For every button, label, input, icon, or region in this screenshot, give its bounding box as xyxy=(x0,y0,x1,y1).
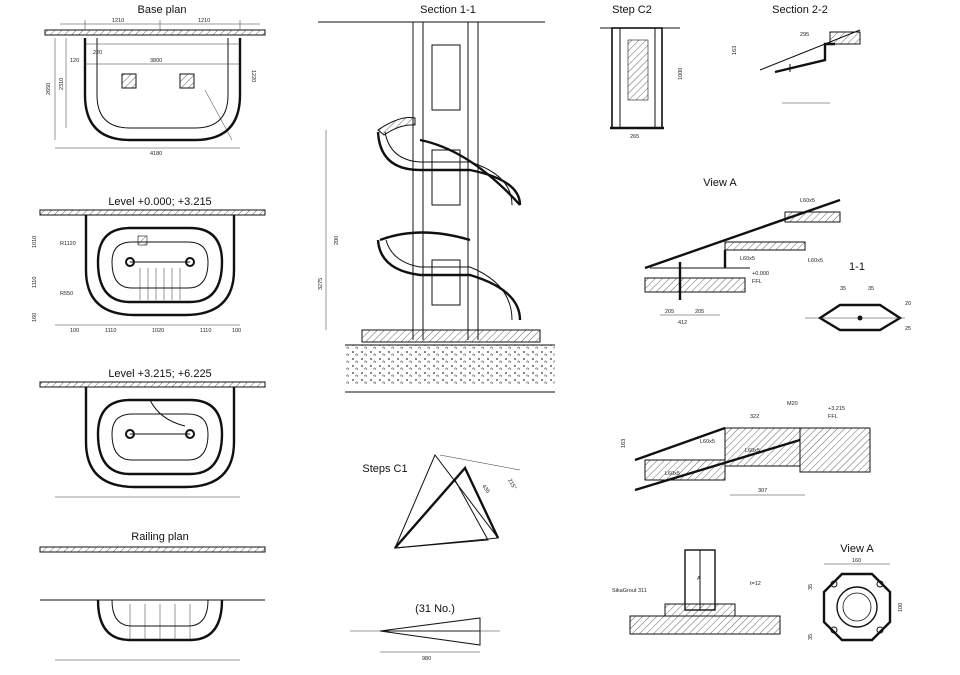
section-1-1-view: Section 1-1 3275 200 xyxy=(318,4,555,393)
dim-200: 200 xyxy=(334,236,340,245)
dim-322: 322 xyxy=(750,414,759,420)
dim-2650: 2650 xyxy=(46,83,52,95)
level-1-plan-view: Level +0.000; +3.215 R1120 R550 1010 111… xyxy=(32,196,266,334)
stair-footprint xyxy=(83,38,242,142)
label-l60x5-1: L60x5 xyxy=(800,198,815,204)
dim-220: 220 xyxy=(93,50,102,56)
dim-435: 435 xyxy=(480,484,490,495)
label-sikagrout: SikaGrout 311 xyxy=(612,588,647,594)
title-view-a: View A xyxy=(703,177,737,189)
level-2-plan-view: Level +3.215; +6.225 xyxy=(39,368,266,498)
dim-35-d: 35 xyxy=(808,634,814,640)
dim-100-b: 100 xyxy=(898,603,904,612)
title-level-1: Level +0.000; +3.215 xyxy=(108,196,211,208)
title-level-2: Level +3.215; +6.225 xyxy=(108,368,211,380)
dim-1010: 1010 xyxy=(32,236,38,248)
dim-163-b: 163 xyxy=(621,439,627,448)
step-c1-outline xyxy=(394,454,499,549)
dim-412: 412 xyxy=(678,320,687,326)
view-a-stringer-view: View A L60x5 L60x5 L60x5 +0.000 FFL 205 … xyxy=(644,177,841,326)
dim-100-r: 100 xyxy=(232,328,241,334)
dim-1220: 1220 xyxy=(250,70,256,82)
column-ring xyxy=(836,586,878,628)
dim-35-b: 35 xyxy=(868,286,874,292)
dim-1210-left: 1210 xyxy=(112,18,124,24)
door-lower xyxy=(431,259,461,306)
label-view-arrow-a: A xyxy=(697,576,701,582)
dim-35-a: 35 xyxy=(840,286,846,292)
stringer-detail-view: 322 M20 +3.215 FFL L60x5 L60x5 L60x5 163… xyxy=(621,401,871,496)
dim-980: 980 xyxy=(422,656,431,662)
view-a-plate-view: View A 160 35 100 35 xyxy=(808,543,904,642)
section-2-2-view: Section 2-2 295 163 xyxy=(732,4,861,104)
dim-120: 120 xyxy=(70,58,79,64)
title-detail-1-1: 1-1 xyxy=(849,261,865,273)
detail-1-1-view: 1-1 35 35 20 25 xyxy=(805,261,911,332)
spiral-stair-outline xyxy=(96,226,224,304)
label-l60x5-2: L60x5 xyxy=(740,256,755,262)
dim-163: 163 xyxy=(732,46,738,55)
dim-1210-right: 1210 xyxy=(198,18,210,24)
dim-20: 20 xyxy=(905,301,911,307)
spiral-flight-2 xyxy=(376,239,522,321)
dim-r550: R550 xyxy=(60,291,73,297)
dim-r1120: R1120 xyxy=(60,241,76,247)
base-plate-octagon xyxy=(822,572,892,642)
column-base-right xyxy=(179,73,195,89)
dim-25: 25 xyxy=(905,326,911,332)
step-c2-view: Step C2 1000 265 xyxy=(600,4,684,140)
railing-plan-view: Railing plan xyxy=(39,531,266,661)
dim-100-l: 100 xyxy=(70,328,79,334)
dim-1000: 1000 xyxy=(678,68,684,80)
label-ffl: FFL xyxy=(752,279,762,285)
title-railing-plan: Railing plan xyxy=(131,531,188,543)
title-base-plan: Base plan xyxy=(138,4,187,16)
label-t12: t=12 xyxy=(750,581,761,587)
door-middle xyxy=(431,149,461,206)
wall-hatch xyxy=(44,29,266,36)
dim-2310: 2310 xyxy=(59,78,65,90)
label-l60x5-3: L60x5 xyxy=(808,258,823,264)
label-l60x5-5: L60x5 xyxy=(745,448,760,454)
title-steps-c1: Steps C1 xyxy=(362,463,407,475)
dim-160: 160 xyxy=(32,313,38,322)
door-upper xyxy=(431,44,461,111)
step-count-view: (31 No.) 980 xyxy=(350,603,500,662)
dim-3275: 3275 xyxy=(318,278,324,290)
title-step-c2: Step C2 xyxy=(612,4,652,16)
dim-307: 307 xyxy=(758,488,767,494)
column-base-left xyxy=(121,73,137,89)
title-section-2-2: Section 2-2 xyxy=(772,4,828,16)
base-plan-view: Base plan 1210 1210 220 120 3800 1220 26… xyxy=(44,4,266,157)
label-ffl-2: FFL xyxy=(828,414,838,420)
dim-1020: 1020 xyxy=(152,328,164,334)
title-section-1-1: Section 1-1 xyxy=(420,4,476,16)
column-base-detail-view: SikaGrout 311 A t=12 xyxy=(612,549,781,635)
title-view-a-bottom: View A xyxy=(840,543,874,555)
dim-160-b: 160 xyxy=(852,558,861,564)
steps-c1-view: Steps C1 215° 435 xyxy=(362,454,521,549)
dim-4180: 4180 xyxy=(150,151,162,157)
dim-1110-v: 1110 xyxy=(32,277,38,288)
dim-3800: 3800 xyxy=(150,58,162,64)
label-elev-3215: +3.215 xyxy=(828,406,845,412)
spiral-flight-1 xyxy=(376,131,522,206)
dim-215-deg: 215° xyxy=(506,478,517,491)
dim-1110-r: 1110 xyxy=(200,328,211,334)
title-count: (31 No.) xyxy=(415,603,455,615)
dim-265: 265 xyxy=(630,134,639,140)
dim-35-c: 35 xyxy=(808,584,814,590)
label-l60x5-4: L60x5 xyxy=(700,439,715,445)
label-m20: M20 xyxy=(787,401,798,407)
dim-295: 295 xyxy=(800,32,809,38)
label-l60x5-6: L60x5 xyxy=(665,471,680,477)
dim-1110-l: 1110 xyxy=(105,328,116,334)
label-elev-000: +0.000 xyxy=(752,271,769,277)
dim-205-a: 205 xyxy=(665,309,674,315)
dim-205-b: 205 xyxy=(695,309,704,315)
